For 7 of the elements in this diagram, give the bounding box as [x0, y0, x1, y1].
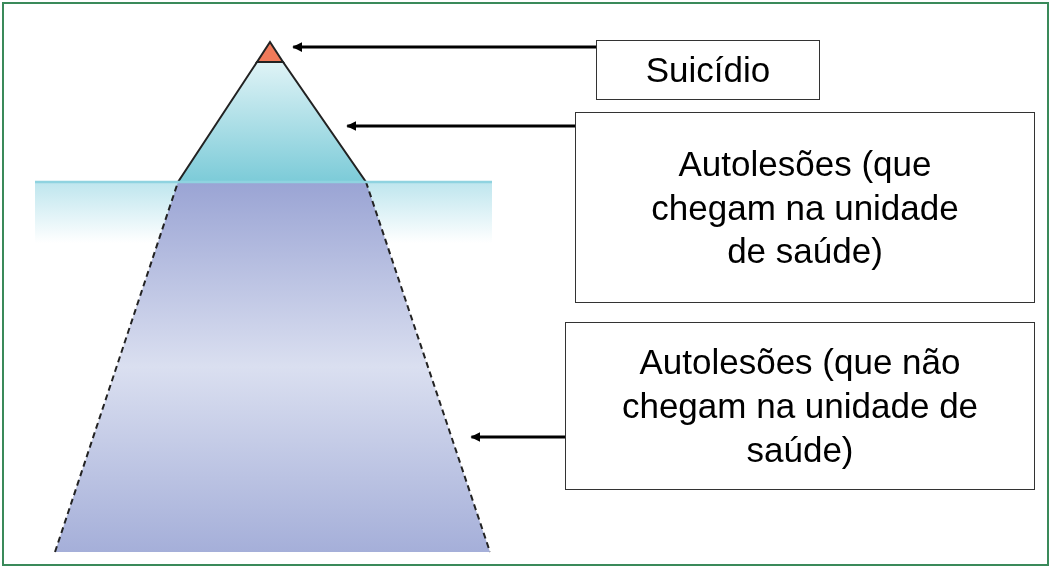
callout-box: Autolesões (que chegam na unidade de saúde) [575, 112, 1035, 303]
callout-box: Autolesões (que não chegam na unidade de saúde) [565, 322, 1035, 490]
arrow [292, 42, 596, 52]
iceberg-visible-part [176, 61, 368, 183]
arrow [346, 121, 575, 131]
arrow [470, 432, 565, 442]
callout-box: Suicídio [596, 40, 820, 100]
